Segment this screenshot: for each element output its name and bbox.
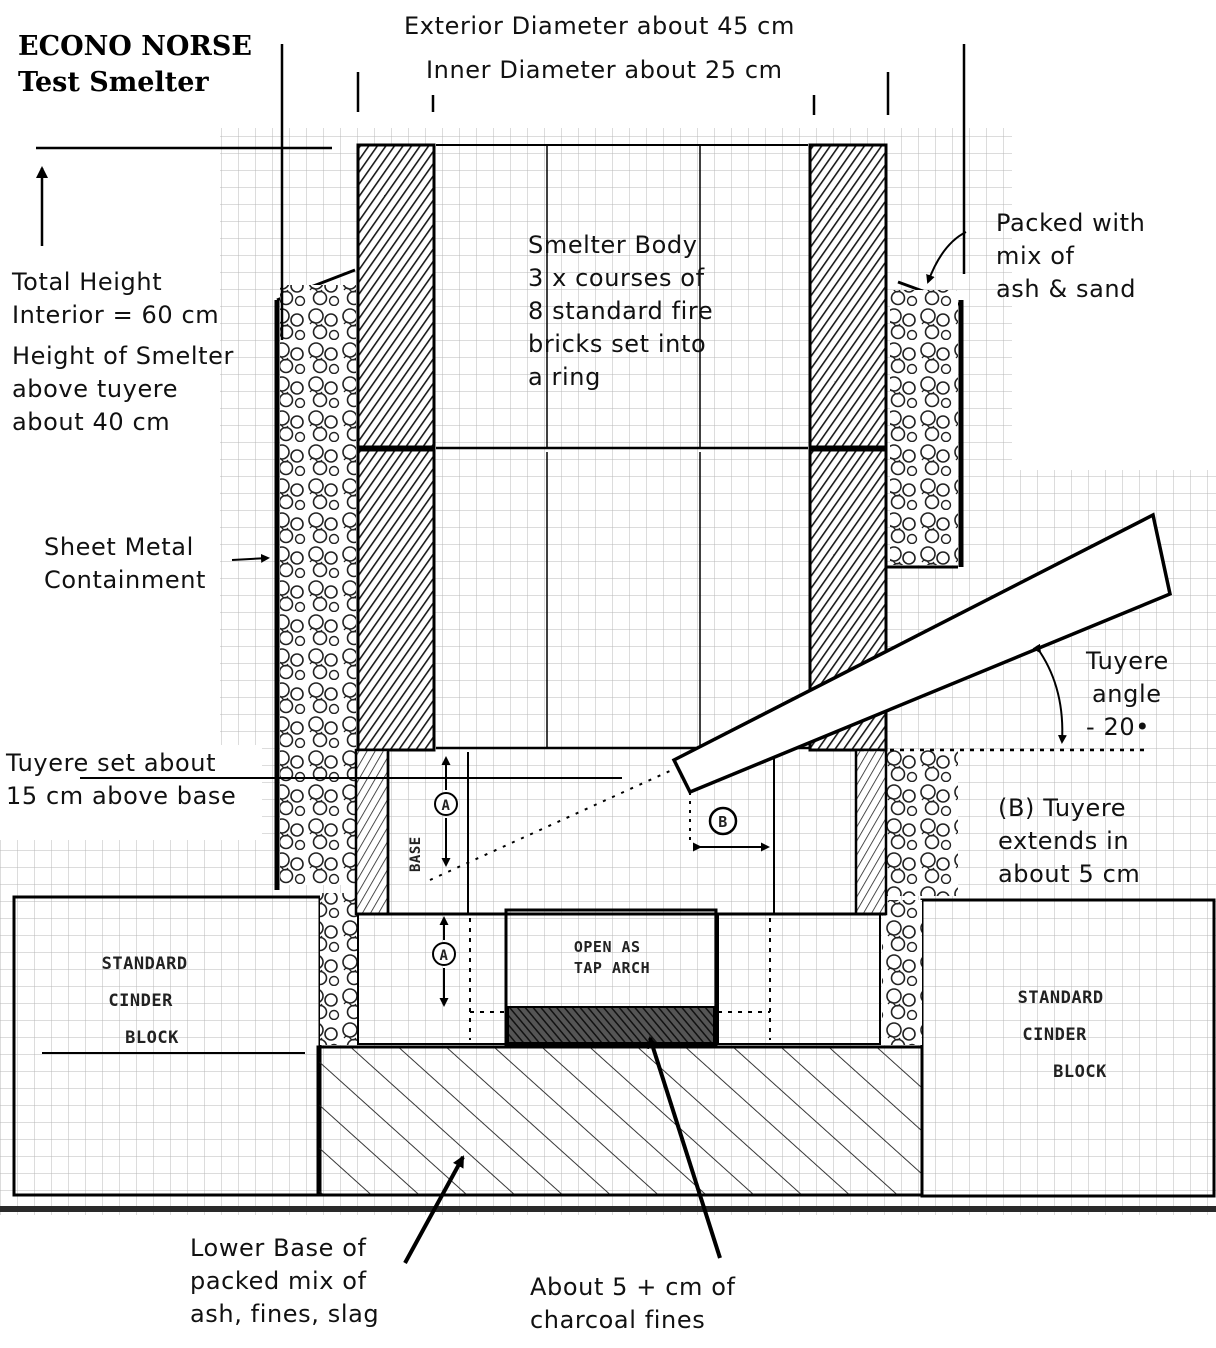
total-height-label: Total Height Interior = 60 cm: [11, 268, 219, 329]
smelter-body-label: Smelter Body 3 x courses of 8 standard f…: [528, 231, 721, 391]
marker-a-lower-text: A: [440, 948, 449, 964]
marker-b: [708, 806, 738, 836]
lower-base-label: Lower Base of packed mix of ash, fines, …: [190, 1234, 379, 1328]
lower-base-packed-mix: [316, 1045, 924, 1197]
ash-sand-fill-right-base: [882, 900, 922, 1045]
marker-a-lower: [432, 942, 456, 966]
marker-a-upper: [434, 792, 458, 816]
title-line-1: ECONO NORSE: [18, 31, 252, 62]
dimension-lines: [36, 44, 966, 779]
base-mark-label: BASE: [408, 836, 424, 872]
tap-arch-label: OPEN AS TAP ARCH: [574, 938, 650, 977]
firebrick-right-upper: [808, 143, 888, 449]
tuyere-pipe: [671, 512, 1173, 795]
firebrick-left-upper: [356, 143, 436, 449]
title-line-2: Test Smelter: [18, 67, 209, 98]
cinder-left-label: STANDARD CINDER BLOCK: [102, 954, 199, 1048]
packed-with-label: Packed with mix of ash & sand: [996, 209, 1154, 303]
marker-b-text: B: [718, 813, 728, 831]
lower-base-pointer: [403, 1155, 465, 1264]
ash-sand-fill-right-lower: [886, 750, 958, 896]
ash-sand-fill-left-base: [320, 893, 358, 1045]
sheet-metal-label: Sheet Metal Containment: [44, 533, 206, 594]
packed-pointer: [926, 231, 967, 284]
tuyere-set-label: Tuyere set about 15 cm above base: [5, 749, 236, 810]
sheet-metal-pointer: [231, 553, 270, 563]
ash-sand-fill-right-upper: [890, 290, 958, 565]
charcoal-label: About 5 + cm of charcoal fines: [530, 1273, 744, 1334]
cinder-right-label: STANDARD CINDER BLOCK: [1018, 988, 1115, 1082]
tuyere-extends-label: (B) Tuyere extends in about 5 cm: [998, 794, 1140, 888]
firebrick-left-lower: [356, 448, 436, 752]
tuyere-angle-label: Tuyere angle - 20•: [1085, 647, 1177, 741]
ash-sand-fill-left: [280, 285, 356, 885]
charcoal-pointer: [647, 1036, 722, 1259]
marker-a-upper-text: A: [442, 798, 451, 814]
smelter-height-label: Height of Smelter above tuyere about 40 …: [12, 342, 242, 436]
inner-diameter-label: Inner Diameter about 25 cm: [426, 56, 783, 84]
exterior-diameter-label: Exterior Diameter about 45 cm: [404, 12, 795, 40]
